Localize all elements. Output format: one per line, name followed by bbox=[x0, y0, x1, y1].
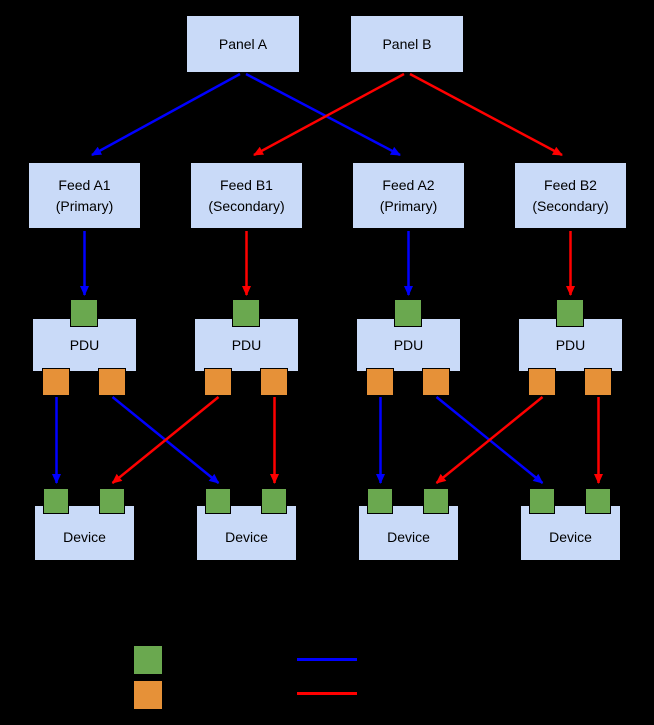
arrow-panel-a-to-feed-a2 bbox=[245, 72, 401, 157]
device-4-label: Device bbox=[549, 528, 592, 545]
arrow-pdu4-left-to-device3 bbox=[435, 396, 544, 484]
pdu1-output-port-left bbox=[42, 368, 70, 396]
feed-a2-name: Feed A2 bbox=[382, 177, 435, 194]
device4-input-port-left bbox=[529, 488, 555, 514]
pdu2-input-port bbox=[232, 299, 260, 327]
pdu4-input-port bbox=[556, 299, 584, 327]
device1-input-port-right bbox=[99, 488, 125, 514]
device-node-2: Device bbox=[196, 505, 297, 561]
pdu-4-label: PDU bbox=[555, 336, 586, 353]
device-node-3: Device bbox=[358, 505, 459, 561]
panel-b-label: Panel B bbox=[382, 35, 432, 52]
feed-a1-node: Feed A1 (Primary) bbox=[28, 162, 141, 229]
device-node-1: Device bbox=[34, 505, 135, 561]
legend-input-port-swatch bbox=[133, 645, 163, 675]
pdu1-output-port-right bbox=[98, 368, 126, 396]
feed-b2-role: (Secondary) bbox=[532, 197, 609, 214]
feed-a2-role: (Primary) bbox=[379, 197, 438, 214]
pdu3-output-port-right bbox=[422, 368, 450, 396]
device4-input-port-right bbox=[585, 488, 611, 514]
pdu-node-4: PDU bbox=[518, 318, 623, 372]
feed-b2-node: Feed B2 (Secondary) bbox=[514, 162, 627, 229]
pdu3-output-port-left bbox=[366, 368, 394, 396]
feed-a1-name: Feed A1 bbox=[58, 177, 111, 194]
device-node-4: Device bbox=[520, 505, 621, 561]
legend-output-port-swatch bbox=[133, 680, 163, 710]
arrow-panel-a-to-feed-a1 bbox=[91, 72, 241, 157]
panel-b-node: Panel B bbox=[350, 15, 464, 73]
device-3-label: Device bbox=[387, 528, 430, 545]
pdu-node-1: PDU bbox=[32, 318, 137, 372]
feed-b1-role: (Secondary) bbox=[208, 197, 285, 214]
legend-secondary-path-line bbox=[297, 692, 357, 695]
pdu4-output-port-right bbox=[584, 368, 612, 396]
arrow-panel-b-to-feed-b1 bbox=[253, 72, 405, 157]
pdu3-input-port bbox=[394, 299, 422, 327]
arrow-pdu1-right-to-device2 bbox=[111, 396, 220, 484]
pdu-3-label: PDU bbox=[393, 336, 424, 353]
device2-input-port-right bbox=[261, 488, 287, 514]
device3-input-port-right bbox=[423, 488, 449, 514]
arrow-pdu2-left-to-device1 bbox=[111, 396, 220, 484]
arrow-panel-b-to-feed-b2 bbox=[409, 72, 563, 157]
feed-a2-node: Feed A2 (Primary) bbox=[352, 162, 465, 229]
pdu2-output-port-right bbox=[260, 368, 288, 396]
device-1-label: Device bbox=[63, 528, 106, 545]
device-2-label: Device bbox=[225, 528, 268, 545]
pdu-1-label: PDU bbox=[69, 336, 100, 353]
device3-input-port-left bbox=[367, 488, 393, 514]
device2-input-port-left bbox=[205, 488, 231, 514]
pdu-node-2: PDU bbox=[194, 318, 299, 372]
feed-b2-name: Feed B2 bbox=[544, 177, 597, 194]
pdu2-output-port-left bbox=[204, 368, 232, 396]
device1-input-port-left bbox=[43, 488, 69, 514]
pdu-2-label: PDU bbox=[231, 336, 262, 353]
panel-a-node: Panel A bbox=[186, 15, 300, 73]
feed-b1-node: Feed B1 (Secondary) bbox=[190, 162, 303, 229]
panel-a-label: Panel A bbox=[218, 35, 268, 52]
pdu4-output-port-left bbox=[528, 368, 556, 396]
arrow-pdu3-right-to-device4 bbox=[435, 396, 544, 484]
feed-a1-role: (Primary) bbox=[55, 197, 114, 214]
pdu1-input-port bbox=[70, 299, 98, 327]
feed-b1-name: Feed B1 bbox=[220, 177, 273, 194]
legend-primary-path-line bbox=[297, 658, 357, 661]
pdu-node-3: PDU bbox=[356, 318, 461, 372]
